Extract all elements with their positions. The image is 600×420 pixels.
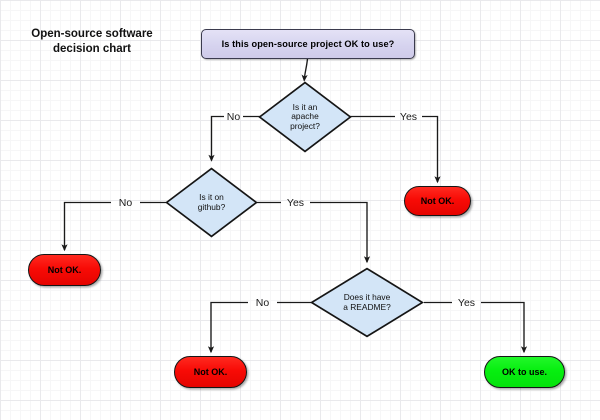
edge-label-apache-no: No [226, 110, 241, 123]
node-not-ok-github-label: Not OK. [47, 264, 82, 275]
node-not-ok-readme[interactable]: Not OK. [174, 356, 247, 388]
edge-label-readme-yes: Yes [457, 296, 476, 309]
edge-github-yes-seg2 [310, 201, 371, 264]
edge-github-no-seg2 [61, 201, 111, 252]
diamond-shape-github [165, 167, 258, 238]
edge-label-github-no: No [118, 196, 133, 209]
node-not-ok-github[interactable]: Not OK. [28, 254, 101, 286]
edge-start-to-apache [301, 58, 309, 82]
edge-label-readme-no: No [255, 296, 270, 309]
edge-label-github-yes: Yes [286, 196, 305, 209]
node-ok-to-use-label: OK to use. [501, 366, 547, 377]
node-not-ok-apache[interactable]: Not OK. [404, 186, 471, 216]
diamond-shape-apache [258, 81, 352, 153]
node-start-label: Is this open-source project OK to use? [221, 38, 395, 49]
node-not-ok-apache-label: Not OK. [420, 195, 455, 206]
chart-title: Open-source software decision chart [31, 28, 153, 55]
diamond-shape-readme [310, 267, 424, 338]
edge-apache-no-seg2 [208, 115, 224, 162]
node-start-question[interactable]: Is this open-source project OK to use? [201, 29, 415, 59]
node-decision-apache[interactable]: Is it an apache project? [258, 81, 352, 153]
node-decision-github[interactable]: Is it on github? [165, 167, 258, 238]
node-not-ok-readme-label: Not OK. [193, 366, 228, 377]
edge-readme-no-seg2 [207, 301, 248, 354]
edge-readme-yes-seg2 [481, 301, 528, 354]
node-ok-to-use[interactable]: OK to use. [484, 356, 565, 388]
edge-label-apache-yes: Yes [399, 110, 418, 123]
edge-apache-yes-seg2 [422, 115, 441, 184]
node-decision-readme[interactable]: Does it have a README? [310, 267, 424, 338]
